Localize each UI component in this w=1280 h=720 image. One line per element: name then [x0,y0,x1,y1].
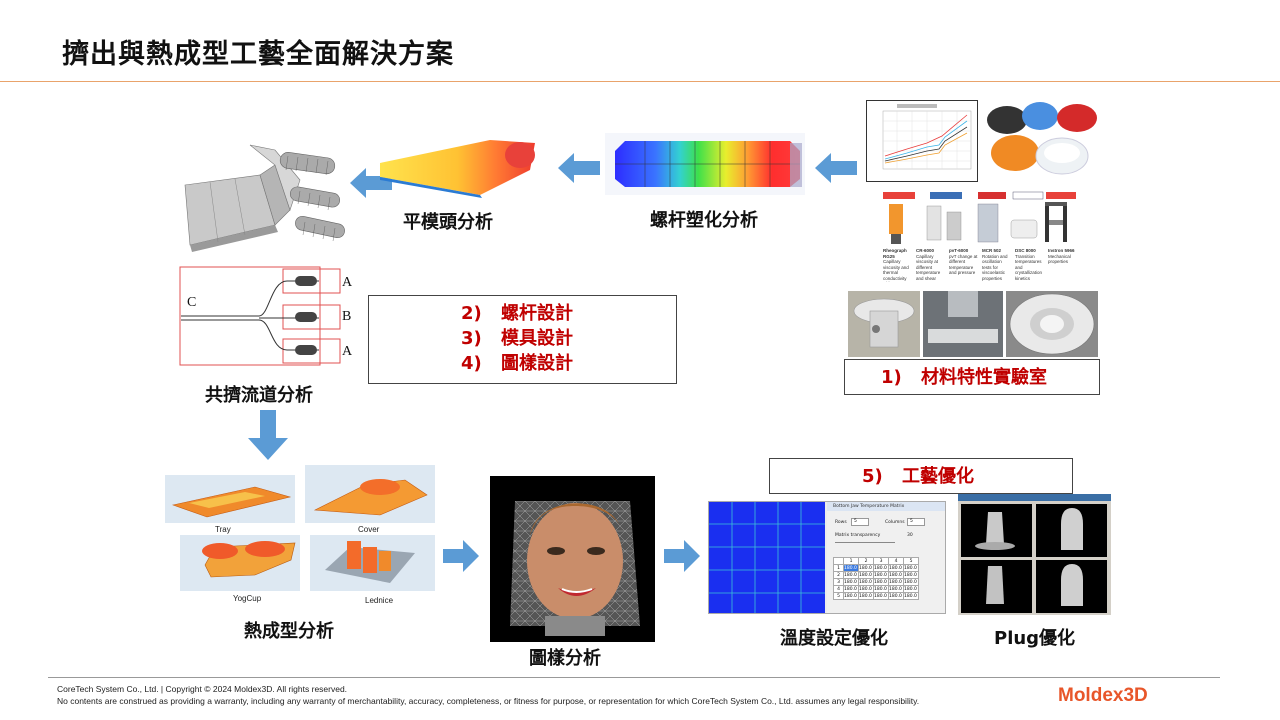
table-row: 3 180.0 180.0 180.0 180.0 180.0 [833,578,919,586]
material-lab-label: 1)材料特性實驗室 [881,367,1047,388]
page-title: 擠出與熱成型工藝全面解決方案 [62,39,454,70]
table-row: 5 180.0 180.0 180.0 180.0 180.0 [833,592,919,600]
footer-divider [48,677,1220,678]
plastic-pellets-image [985,98,1100,180]
test-fixture-photos-image [848,291,1098,357]
arrow-right-icon [664,540,700,572]
columns-select[interactable]: 5 [907,518,925,526]
temperature-optimization-label: 溫度設定優化 [780,628,888,649]
part-label-cover: Cover [358,525,380,534]
table-row: 4 180.0 180.0 180.0 180.0 180.0 [833,585,919,593]
material-lab-box: 1)材料特性實驗室 [844,359,1100,395]
coextrusion-analysis-label: 共擠流道分析 [205,385,313,406]
channel-c-label: C [187,295,197,310]
arrow-left-icon [350,168,392,198]
channel-b-label: B [342,309,352,324]
footer-copyright: CoreTech System Co., Ltd. | Copyright © … [57,684,348,694]
pattern-face-image [490,476,655,642]
table-row: 1 180.0 180.0 180.0 180.0 180.0 [833,564,919,572]
material-chart-image [866,100,978,182]
plug-optimization-screenshot [958,494,1111,615]
arrow-left-icon [558,153,600,183]
design-item: 4)圖樣設計 [461,353,573,374]
rows-label: Rows [835,520,847,525]
part-label-yogcup: YogCup [233,594,262,603]
moldex3d-logo: Moldex3D [1058,685,1148,706]
arrow-right-icon [443,540,479,572]
table-header-row: 1 2 3 4 5 [833,557,919,565]
thermoforming-parts-image: Tray Cover YogCup Lednice [165,465,435,605]
coextrusion-channel-diagram: C A B A [179,265,354,370]
part-label-tray: Tray [215,525,231,534]
flat-die-model-image [184,144,345,252]
transparency-value: 30 [907,533,913,538]
transparency-label: Matrix transparency [835,533,881,538]
flat-die-contour-image [380,140,535,198]
plug-optimization-label: Plug優化 [994,628,1076,649]
channel-a-label: A [342,344,353,359]
temperature-table: 1 2 3 4 5 1 180.0 180.0 180.0 180.0 180.… [833,557,919,600]
design-item: 3)模具設計 [461,328,573,349]
screw-contour-image [605,133,805,195]
table-row: 2 180.0 180.0 180.0 180.0 180.0 [833,571,919,579]
title-divider [0,81,1280,82]
arrow-down-icon [248,410,288,460]
rows-select[interactable]: 5 [851,518,869,526]
footer-disclaimer: No contents are construed as providing a… [57,696,920,706]
process-optimization-label: 5)工藝優化 [862,466,974,487]
channel-a-label: A [342,275,353,290]
pattern-analysis-label: 圖樣分析 [529,648,601,669]
columns-label: Columns [885,520,905,525]
part-label-lednice: Lednice [365,596,394,605]
flat-die-analysis-label: 平模頭分析 [403,212,493,233]
transparency-slider[interactable] [835,542,895,543]
screw-analysis-label: 螺杆塑化分析 [650,210,758,231]
design-items-box: 2)螺杆設計 3)模具設計 4)圖樣設計 [368,295,677,384]
process-optimization-box: 5)工藝優化 [769,458,1073,494]
dialog-title: Bottom Jaw Temperature Matrix [827,502,945,511]
arrow-left-icon [815,153,857,183]
temperature-matrix-screenshot: Bottom Jaw Temperature Matrix Rows 5 Col… [708,501,946,614]
thermoforming-analysis-label: 熱成型分析 [244,621,334,642]
design-item: 2)螺杆設計 [461,303,573,324]
